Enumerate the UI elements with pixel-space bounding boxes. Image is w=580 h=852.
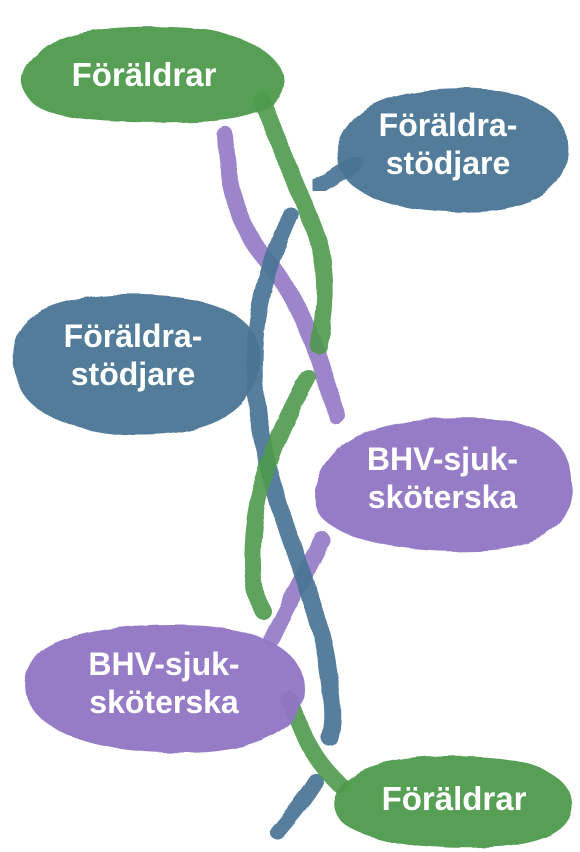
label-line: stödjare (70, 356, 196, 393)
stodjare-left-label: Föräldra- stödjare (16, 317, 250, 394)
label-line: Föräldra- (63, 318, 203, 354)
purple-strand (263, 531, 331, 647)
label-line: Föräldra- (378, 107, 518, 143)
stodjare-right-blob (336, 88, 569, 213)
stodjare-right-label: Föräldra- stödjare (340, 106, 556, 183)
foraldrar-top-label: Föräldrar (25, 46, 263, 104)
label-line: Föräldrar (71, 56, 217, 93)
bhv-right-label: BHV-sjuk- sköterska (320, 440, 565, 517)
label-line: sköterska (89, 684, 239, 721)
label-line: sköterska (367, 479, 518, 516)
blue-strand (270, 774, 324, 840)
green-strand (253, 91, 334, 354)
foraldrar-bottom-label: Föräldrar (340, 770, 568, 828)
green-strand (243, 369, 317, 619)
bhv-left-blob (25, 625, 305, 753)
foraldrar-bottom-blob (333, 755, 573, 849)
bhv-left-label: BHV-sjuk- sköterska (30, 645, 298, 722)
bhv-right-blob (315, 418, 573, 551)
label-line: BHV-sjuk- (88, 646, 240, 682)
stodjare-left-blob (12, 294, 261, 436)
label-line: stödjare (385, 145, 511, 182)
label-line: BHV-sjuk- (366, 441, 519, 477)
blue-strand (246, 206, 342, 747)
label-line: Föräldrar (381, 780, 527, 817)
foraldrar-top-blob (22, 26, 285, 123)
